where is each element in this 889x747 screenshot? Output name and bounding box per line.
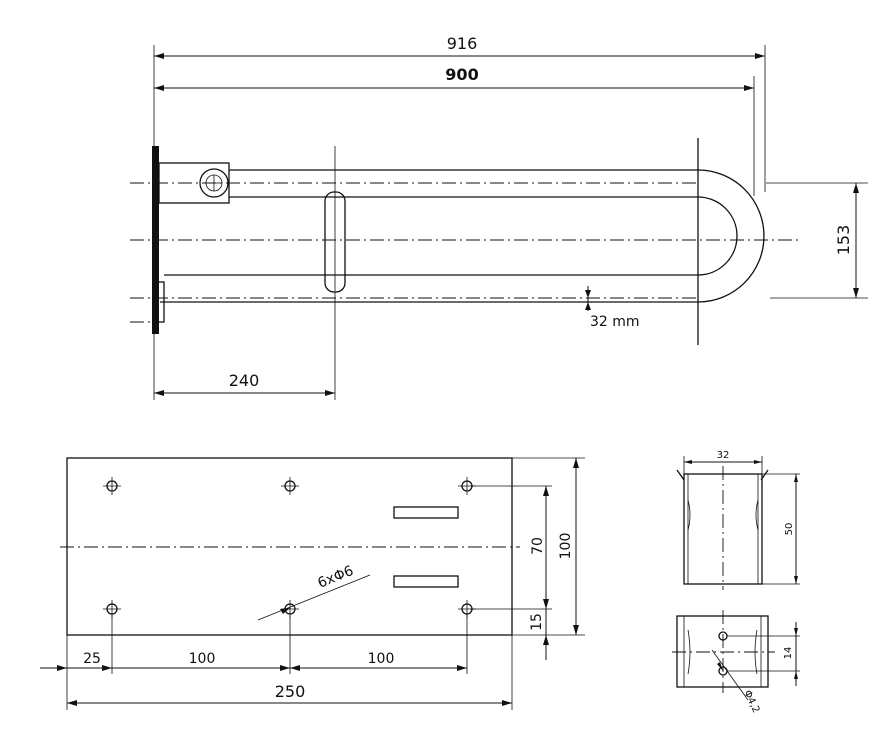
dim-total-width: 250 [275, 682, 306, 701]
dim-length: 900 [445, 65, 478, 84]
detail-hole-spec: Φ4,2 [741, 689, 761, 715]
slot-top [393, 506, 459, 519]
dim-hole-spacing-v: 70 [530, 537, 546, 555]
hole [103, 477, 121, 495]
lower-tube-end [156, 281, 165, 323]
grab-bar-top-view: 916 900 153 32 mm 240 [130, 34, 868, 400]
dim-plate-height: 100 [558, 533, 574, 560]
clip-detail-view: 32 50 14 Φ4,2 [672, 450, 800, 715]
mounting-holes [103, 477, 476, 618]
dim-support-offset: 240 [229, 371, 260, 390]
hole [281, 477, 299, 495]
detail-dim-height: 50 [784, 523, 795, 536]
dim-height: 153 [834, 225, 853, 256]
dim-spacing-2: 100 [368, 651, 395, 667]
grab-bar-tube [160, 169, 765, 303]
base-plate [66, 457, 513, 636]
dim-overall-length: 916 [447, 34, 478, 53]
slot-bottom [393, 575, 459, 588]
dim-tube-diameter: 32 mm [590, 314, 640, 330]
hole-spec-label: 6xΦ6 [316, 563, 356, 592]
clip-side [676, 615, 769, 688]
dim-edge-offset: 25 [83, 651, 101, 667]
detail-dim-width: 32 [717, 450, 730, 461]
dim-spacing-1: 100 [189, 651, 216, 667]
detail-dim-hole-spacing: 14 [783, 647, 794, 660]
base-plate-view: 6xΦ6 70 100 15 25 100 100 2 [40, 457, 585, 710]
dim-bottom-offset: 15 [529, 613, 545, 631]
